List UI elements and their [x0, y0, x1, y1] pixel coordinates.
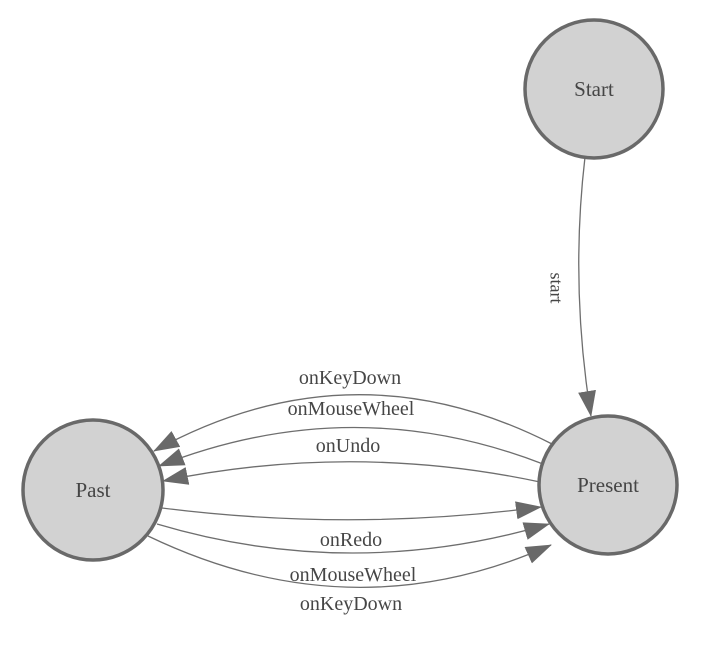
- edge-start-to-present: [578, 156, 596, 417]
- state-node-past: Past: [21, 418, 165, 562]
- edge-label-onundo: onUndo: [316, 435, 380, 457]
- state-node-start-label: Start: [574, 77, 614, 101]
- state-node-past-label: Past: [75, 478, 110, 502]
- edge-label-onmousewheel-top: onMouseWheel: [288, 398, 415, 420]
- state-node-present-label: Present: [577, 473, 639, 497]
- edge-present-to-past-onkeydown: [153, 394, 553, 452]
- edge-label-onkeydown-bottom: onKeyDown: [300, 593, 402, 615]
- node-group: Start Present Past: [21, 18, 679, 562]
- edge-present-to-past-onmousewheel: [158, 426, 544, 467]
- edge-group: [147, 156, 596, 589]
- edge-label-onmousewheel-bottom: onMouseWheel: [290, 564, 417, 586]
- edge-past-to-present-onredo: [161, 501, 542, 521]
- edge-label-onkeydown-top: onKeyDown: [299, 367, 401, 389]
- edge-label-start: start: [547, 273, 567, 304]
- state-node-start-circle: [523, 18, 665, 160]
- edge-present-to-past-onundo: [162, 461, 541, 485]
- state-node-past-circle: [21, 418, 165, 562]
- edge-label-group: start onKeyDown onMouseWheel onUndo onRe…: [288, 273, 567, 616]
- edge-label-onredo: onRedo: [320, 529, 382, 551]
- state-node-start: Start: [523, 18, 665, 160]
- state-node-present: Present: [537, 414, 679, 556]
- edge-past-to-present-onkeydown: [147, 535, 552, 589]
- edge-past-to-present-onmousewheel: [156, 522, 550, 554]
- state-node-present-circle: [537, 414, 679, 556]
